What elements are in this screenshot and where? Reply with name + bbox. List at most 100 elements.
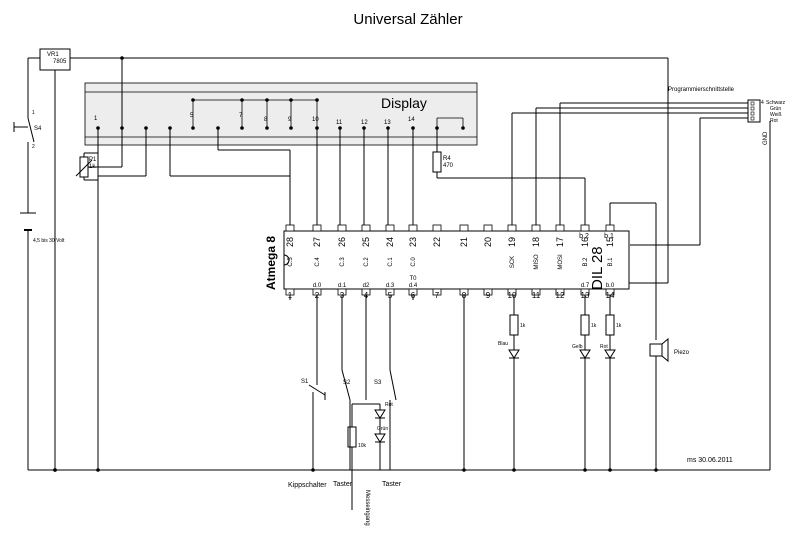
chip-bottom-pin-stub: [459, 288, 469, 296]
chip-bottom-pin-label: d.3: [386, 283, 395, 289]
connector-pins: [750, 101, 755, 121]
switch-s2-ref: S2: [343, 380, 351, 386]
chip-bottom-pin-stub: [531, 288, 541, 296]
display-pin-13: 13: [384, 120, 391, 126]
r4-ref: R4: [443, 156, 451, 162]
chip-top-pin-stub: [459, 224, 469, 232]
chip-top-pin-stub: [285, 224, 295, 232]
display-pin-12: 12: [361, 120, 368, 126]
input-network: [347, 306, 386, 510]
input-resistor-value: 10k: [358, 443, 367, 449]
chip-bottom-pin-label: b.0: [606, 283, 615, 289]
chip-top-pin-number: 26: [337, 237, 347, 247]
prog-wire-schwarz: Schwarz: [766, 100, 786, 106]
led-gelb-label: Gelb: [572, 344, 583, 350]
switch-s1-ref: S1: [301, 379, 309, 385]
chip-bottom-pin-label: d.1: [338, 283, 347, 289]
led-gelb-circuit: [579, 295, 591, 470]
switch-s3-label: Taster: [382, 481, 402, 488]
chip-bottom-pin-stub: [285, 288, 295, 296]
chip-bottom-pin-number: 7: [435, 291, 440, 300]
chip-top-pin-stub: [337, 224, 347, 232]
pot-value: 1k: [89, 164, 96, 170]
chip-bottom-pin-stub: [385, 288, 395, 296]
prog-pin-4: 4: [761, 100, 764, 106]
chip-top-pin-number: 15: [605, 237, 615, 247]
chip-top-pin-number: 20: [483, 237, 493, 247]
display-pin-9: 9: [288, 117, 292, 123]
chip-bottom-pin-label: d.7: [581, 283, 590, 289]
chip-bottom-pin-stub: [507, 288, 517, 296]
chip-bottom-pin-number: 11: [532, 291, 541, 300]
switch-s4-symbol: [13, 112, 35, 145]
programming-connector: [747, 99, 761, 123]
power-rails: [27, 57, 771, 471]
chip-top-pin-stub: [531, 224, 541, 232]
led-blau-resistor: 1k: [520, 323, 526, 329]
led-blau-circuit: [508, 295, 520, 470]
potentiometer-p1: [75, 128, 147, 181]
chip-top-port-label: b.2: [579, 233, 589, 240]
display-pin-10: 10: [312, 117, 319, 123]
pot-ref: P1: [89, 157, 97, 163]
input-led-gruen: Grün: [377, 426, 388, 432]
switch-s2-symbol: [341, 369, 351, 470]
chip-top-pin-stub: [605, 224, 615, 232]
prog-wire-rot: Rot: [770, 118, 778, 124]
chip-bottom-pin-number: 5: [388, 291, 393, 300]
chip-bottom-pin-label: d.4: [409, 283, 418, 289]
chip-top-pin-stub: [580, 224, 590, 232]
display-pin-5: 5: [190, 113, 194, 119]
chip-top-pin-stub: [432, 224, 442, 232]
led-gelb-resistor: 1k: [591, 323, 597, 329]
battery-label: 4,5 bis 30 Volt: [33, 238, 65, 244]
chip-top-pin-number: 18: [531, 237, 541, 247]
chip-name: Atmega 8: [264, 236, 278, 290]
chip-top-pin-label: MISO: [534, 254, 540, 270]
display-label: Display: [381, 95, 427, 111]
chip-package: DIL 28: [589, 246, 606, 290]
chip-top-pin-number: 25: [361, 237, 371, 247]
footer-date: ms 30.06.2011: [687, 457, 733, 464]
led-blau-label: Blau: [498, 341, 508, 347]
display-pin-14: 14: [408, 117, 415, 123]
diagram-title: Universal Zähler: [353, 11, 462, 28]
chip-top-port-label: b.1: [604, 233, 614, 240]
chip-top-pin-number: 22: [432, 237, 442, 247]
chip-bottom-pin-stub: [312, 288, 322, 296]
chip-bottom-pin-stub: [408, 288, 418, 296]
chip-top-pin-stub: [361, 224, 371, 232]
piezo-label: Piezo: [674, 350, 690, 356]
display-module: [84, 82, 478, 146]
display-pin-8: 8: [264, 117, 268, 123]
prog-wire-gruen: Grün: [770, 106, 781, 112]
chip-top-pin-number: 16: [580, 237, 590, 247]
chip-top-pin-stub: [507, 224, 517, 232]
input-label: Messeingang: [364, 490, 370, 526]
chip-top-pin-stub: [483, 224, 493, 232]
chip-bottom-pin-number: 2: [315, 291, 320, 300]
chip-bottom-pin-stub: [361, 288, 371, 296]
chip-top-pin-number: 27: [312, 237, 322, 247]
switch-s3-symbol: [389, 369, 397, 470]
regulator-vr1: [39, 48, 71, 71]
s4-pin-1: 1: [32, 110, 35, 116]
chip-top-pin-stub: [408, 224, 418, 232]
chip-top-pin-number: 19: [507, 237, 517, 247]
battery-symbol: [20, 212, 36, 231]
atmega8-chip: [283, 230, 630, 290]
chip-top-pin-number: 17: [555, 237, 565, 247]
chip-bottom-pin-number: 4: [364, 291, 369, 300]
switch-s1-symbol: [308, 384, 326, 470]
led-rot-resistor: 1k: [616, 323, 622, 329]
chip-bottom-pin-number: 8: [462, 291, 467, 300]
chip-top-pin-label: B.2: [583, 257, 589, 267]
led-rot-circuit: [604, 295, 616, 470]
chip-top-pin-stub: [555, 224, 565, 232]
display-pin-1: 1: [94, 116, 98, 122]
chip-bottom-pin-stub: [337, 288, 347, 296]
chip-top-pin-number: 24: [385, 237, 395, 247]
chip-pins: 28C.5127C.42d.026C.33d.125C.24d224C.15d.…: [285, 224, 615, 300]
chip-top-pin-label: C.5: [288, 257, 294, 267]
